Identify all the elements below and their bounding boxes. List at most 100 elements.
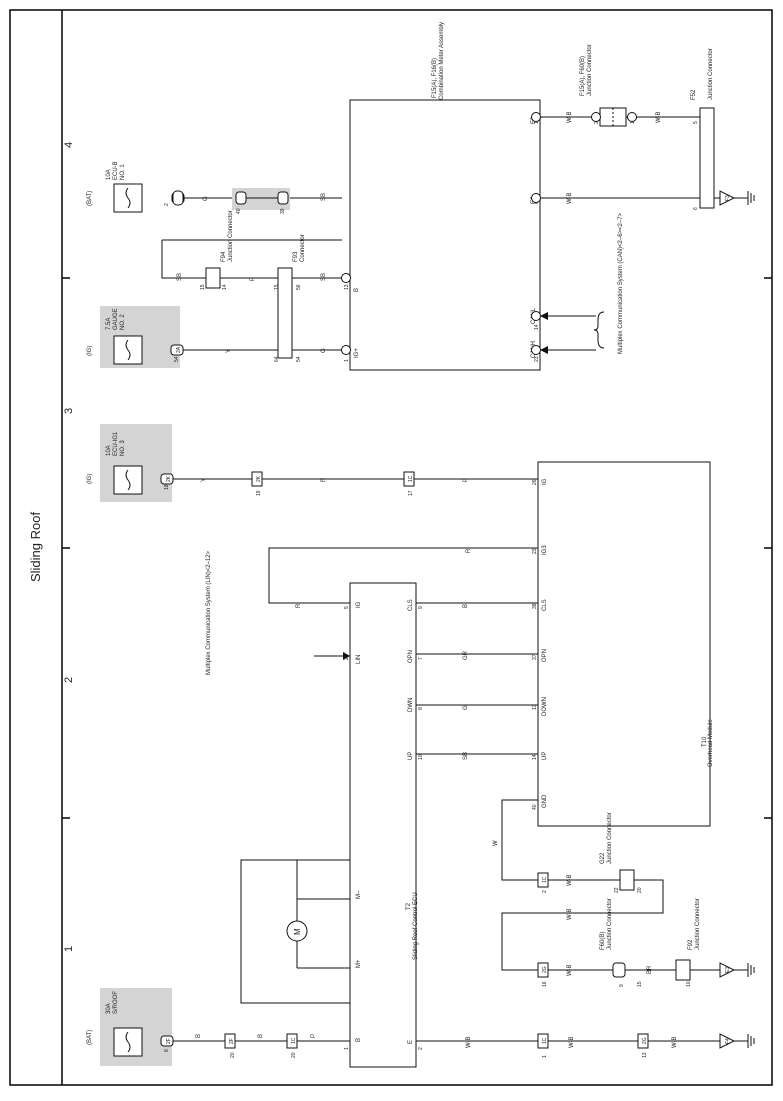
svg-text:1: 1 (542, 1055, 548, 1058)
svg-text:B: B (196, 1034, 202, 1038)
svg-text:W-B: W-B (567, 874, 573, 886)
svg-text:W-B: W-B (567, 908, 573, 920)
junction-f92: F92 Junction Connector (675, 898, 701, 981)
svg-text:Junction Connector: Junction Connector (607, 812, 613, 864)
svg-text:Junction Connector: Junction Connector (587, 44, 593, 96)
svg-text:17: 17 (408, 490, 414, 496)
svg-text:G: G (321, 348, 327, 353)
svg-text:W: W (493, 840, 499, 846)
can-annotation: Multiplex Communication System (CAN)<2–6… (618, 212, 624, 354)
fuse-gauge: (IG) 7.5A GAUGE NO. 2 2A 54 (87, 306, 184, 368)
fuse-ecu-b: (BAT) 10A ECU-B NO. 1 2 (87, 161, 185, 213)
svg-text:P: P (250, 277, 256, 281)
svg-text:(BAT): (BAT) (87, 191, 93, 206)
sliding-roof-ecu (349, 582, 417, 1068)
svg-text:P: P (311, 1034, 317, 1038)
svg-text:13: 13 (344, 284, 350, 290)
svg-text:SB: SB (321, 193, 327, 201)
svg-text:Junction Connector: Junction Connector (607, 898, 613, 950)
ecu-code: T2 (406, 902, 412, 910)
svg-text:E3: E3 (725, 967, 731, 973)
overhead-pin-cls: CLS (542, 599, 548, 611)
lin-annotation: Multiplex Communication System (LIN)<2–1… (206, 550, 212, 675)
overhead-pin-ig: IG (542, 478, 548, 485)
svg-text:1C: 1C (542, 1037, 548, 1044)
svg-text:W-B: W-B (656, 111, 662, 123)
overhead-pin-gnd: GND (542, 794, 548, 808)
svg-text:G: G (203, 196, 209, 201)
svg-text:2A: 2A (176, 346, 182, 353)
svg-text:S/ROOF: S/ROOF (113, 991, 119, 1014)
ecu-pin-mminus: M– (356, 890, 362, 899)
junction-f94: F94 Junction Connector (205, 210, 234, 289)
column-ticks (62, 277, 772, 819)
svg-text:37: 37 (532, 654, 538, 660)
svg-text:NO. 2: NO. 2 (120, 314, 126, 330)
svg-text:W-B: W-B (567, 111, 573, 123)
meter-name: Combination Meter Assembly (439, 22, 445, 100)
svg-text:40: 40 (236, 208, 242, 214)
svg-text:7.5A: 7.5A (106, 318, 112, 330)
svg-text:39: 39 (280, 208, 286, 214)
svg-text:Junction Connector: Junction Connector (228, 210, 234, 262)
overhead-name: Overhead Module (708, 719, 714, 767)
svg-text:14: 14 (532, 754, 538, 760)
svg-text:1: 1 (344, 1047, 350, 1050)
svg-text:2: 2 (344, 657, 350, 660)
svg-text:2K: 2K (256, 475, 262, 482)
svg-text:5: 5 (693, 121, 699, 124)
pin-numbers: 20 20 1 2 1 13 16 9 15 10 2 22 20 40 14 … (200, 118, 699, 1058)
svg-text:GR: GR (463, 650, 469, 660)
svg-text:2: 2 (164, 203, 170, 206)
ecu-pin-e: E (408, 1040, 414, 1044)
svg-text:B: B (463, 604, 469, 608)
svg-text:F15(A), F60(B): F15(A), F60(B) (580, 56, 586, 96)
svg-text:W-B: W-B (567, 192, 573, 204)
svg-text:F60(B): F60(B) (600, 932, 606, 950)
column-number: 1 (63, 946, 75, 952)
svg-text:GAUGE: GAUGE (113, 308, 119, 330)
column-number: 3 (63, 408, 75, 414)
svg-text:2K: 2K (166, 475, 172, 482)
ecu-pin-cls: CLS (408, 599, 414, 611)
svg-text:W-B: W-B (672, 1036, 678, 1048)
svg-text:18: 18 (164, 484, 170, 490)
svg-text:F92: F92 (688, 939, 694, 950)
overhead-pin-up: UP (542, 752, 548, 760)
svg-text:SB: SB (177, 273, 183, 281)
junction-g22: G22 Junction Connector (600, 812, 635, 891)
svg-text:23: 23 (534, 356, 540, 362)
svg-text:14: 14 (222, 284, 228, 290)
ecu-pin-ig: IG (356, 601, 362, 608)
ecu-name: Sliding Roof Control ECU (413, 892, 419, 960)
overhead-pin-opn: OPN (542, 649, 548, 662)
junction-f52: F52 Junction Connector (691, 48, 715, 209)
svg-text:1C: 1C (542, 876, 548, 883)
svg-text:G: G (463, 705, 469, 710)
svg-text:20: 20 (230, 1052, 236, 1058)
svg-text:14: 14 (534, 324, 540, 330)
junction-f15: F15(A), F60(B) Junction Connector (580, 44, 627, 127)
svg-text:W-B: W-B (466, 1036, 472, 1048)
junction-f60: F60(B) Junction Connector (600, 898, 626, 978)
svg-text:F93: F93 (293, 251, 299, 262)
svg-text:Junction Connector: Junction Connector (708, 48, 714, 100)
svg-text:NO. 3: NO. 3 (120, 440, 126, 456)
svg-text:Junction Connector: Junction Connector (695, 898, 701, 950)
svg-text:F94: F94 (221, 251, 227, 262)
svg-text:26: 26 (532, 479, 538, 485)
svg-text:54: 54 (174, 356, 180, 362)
svg-text:13: 13 (532, 704, 538, 710)
svg-text:8: 8 (418, 707, 424, 710)
ground-f3: F3 (719, 190, 755, 206)
svg-text:2G: 2G (642, 1037, 648, 1044)
svg-text:20: 20 (291, 1052, 297, 1058)
svg-text:R: R (466, 548, 472, 553)
svg-text:BR: BR (647, 965, 653, 974)
ecu-pin-mplus: M+ (356, 959, 362, 968)
svg-text:2G: 2G (542, 966, 548, 973)
svg-text:10: 10 (686, 981, 692, 987)
svg-text:38: 38 (532, 603, 538, 609)
svg-text:R: R (321, 477, 327, 482)
